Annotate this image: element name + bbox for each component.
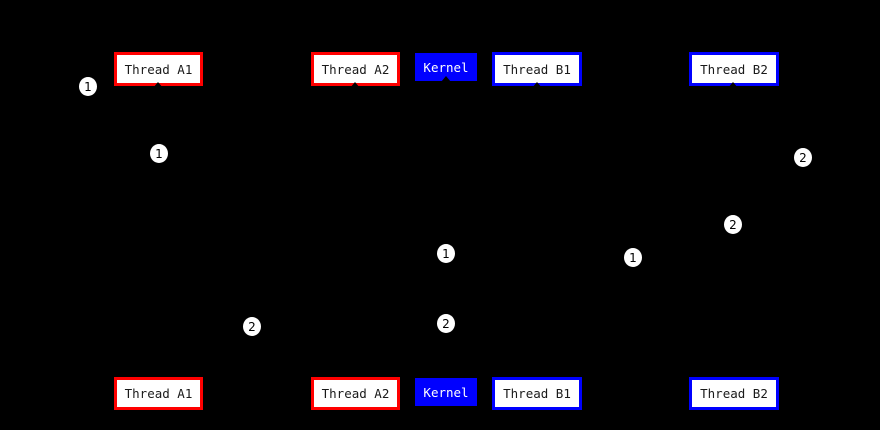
actor-label: Thread B2 [700,61,768,77]
actor-box-thread-a2-top: Thread A2 [311,52,400,86]
step-marker-label: 2 [248,319,256,334]
actor-box-thread-b1-bottom: Thread B1 [492,377,582,410]
lifeline-notch [153,82,163,88]
actor-label: Thread A1 [124,61,193,77]
actor-box-thread-b2-top: Thread B2 [689,52,779,86]
actor-box-thread-a2-bottom: Thread A2 [311,377,400,410]
step-marker: 1 [624,248,642,267]
actor-label: Thread A2 [321,386,390,401]
actor-label: Kernel [423,59,469,75]
lifeline-notch [532,372,542,378]
step-marker-label: 1 [442,246,450,261]
actor-box-thread-a1-bottom: Thread A1 [114,377,203,410]
step-marker-label: 1 [155,146,163,161]
step-marker-label: 2 [799,150,807,165]
actor-box-thread-b2-bottom: Thread B2 [689,377,779,410]
actor-box-thread-a1-top: Thread A1 [114,52,203,86]
lifeline-notch [728,372,738,378]
actor-label: Kernel [423,384,469,400]
lifeline-notch [728,82,738,88]
lifeline-notch [532,82,542,88]
step-marker: 1 [79,77,97,96]
lifeline-notch [153,372,163,378]
lifeline-notch [350,372,360,378]
lifeline-notch [441,373,451,379]
step-marker: 1 [437,244,455,263]
actor-label: Thread B1 [503,386,571,401]
step-marker-label: 2 [442,316,450,331]
actor-label: Thread A2 [321,61,390,77]
actor-box-kernel-bottom: Kernel [415,378,477,406]
step-marker: 2 [437,314,455,333]
step-marker-label: 2 [729,217,737,232]
actor-label: Thread B1 [503,61,571,77]
step-marker-label: 1 [629,250,637,265]
step-marker: 2 [794,148,812,167]
actor-box-thread-b1-top: Thread B1 [492,52,582,86]
lifeline-notch [350,82,360,88]
actor-label: Thread B2 [700,386,768,401]
step-marker: 1 [150,144,168,163]
step-marker-label: 1 [84,79,92,94]
step-marker: 2 [243,317,261,336]
lifeline-notch [441,76,451,82]
step-marker: 2 [724,215,742,234]
actor-label: Thread A1 [124,386,193,401]
